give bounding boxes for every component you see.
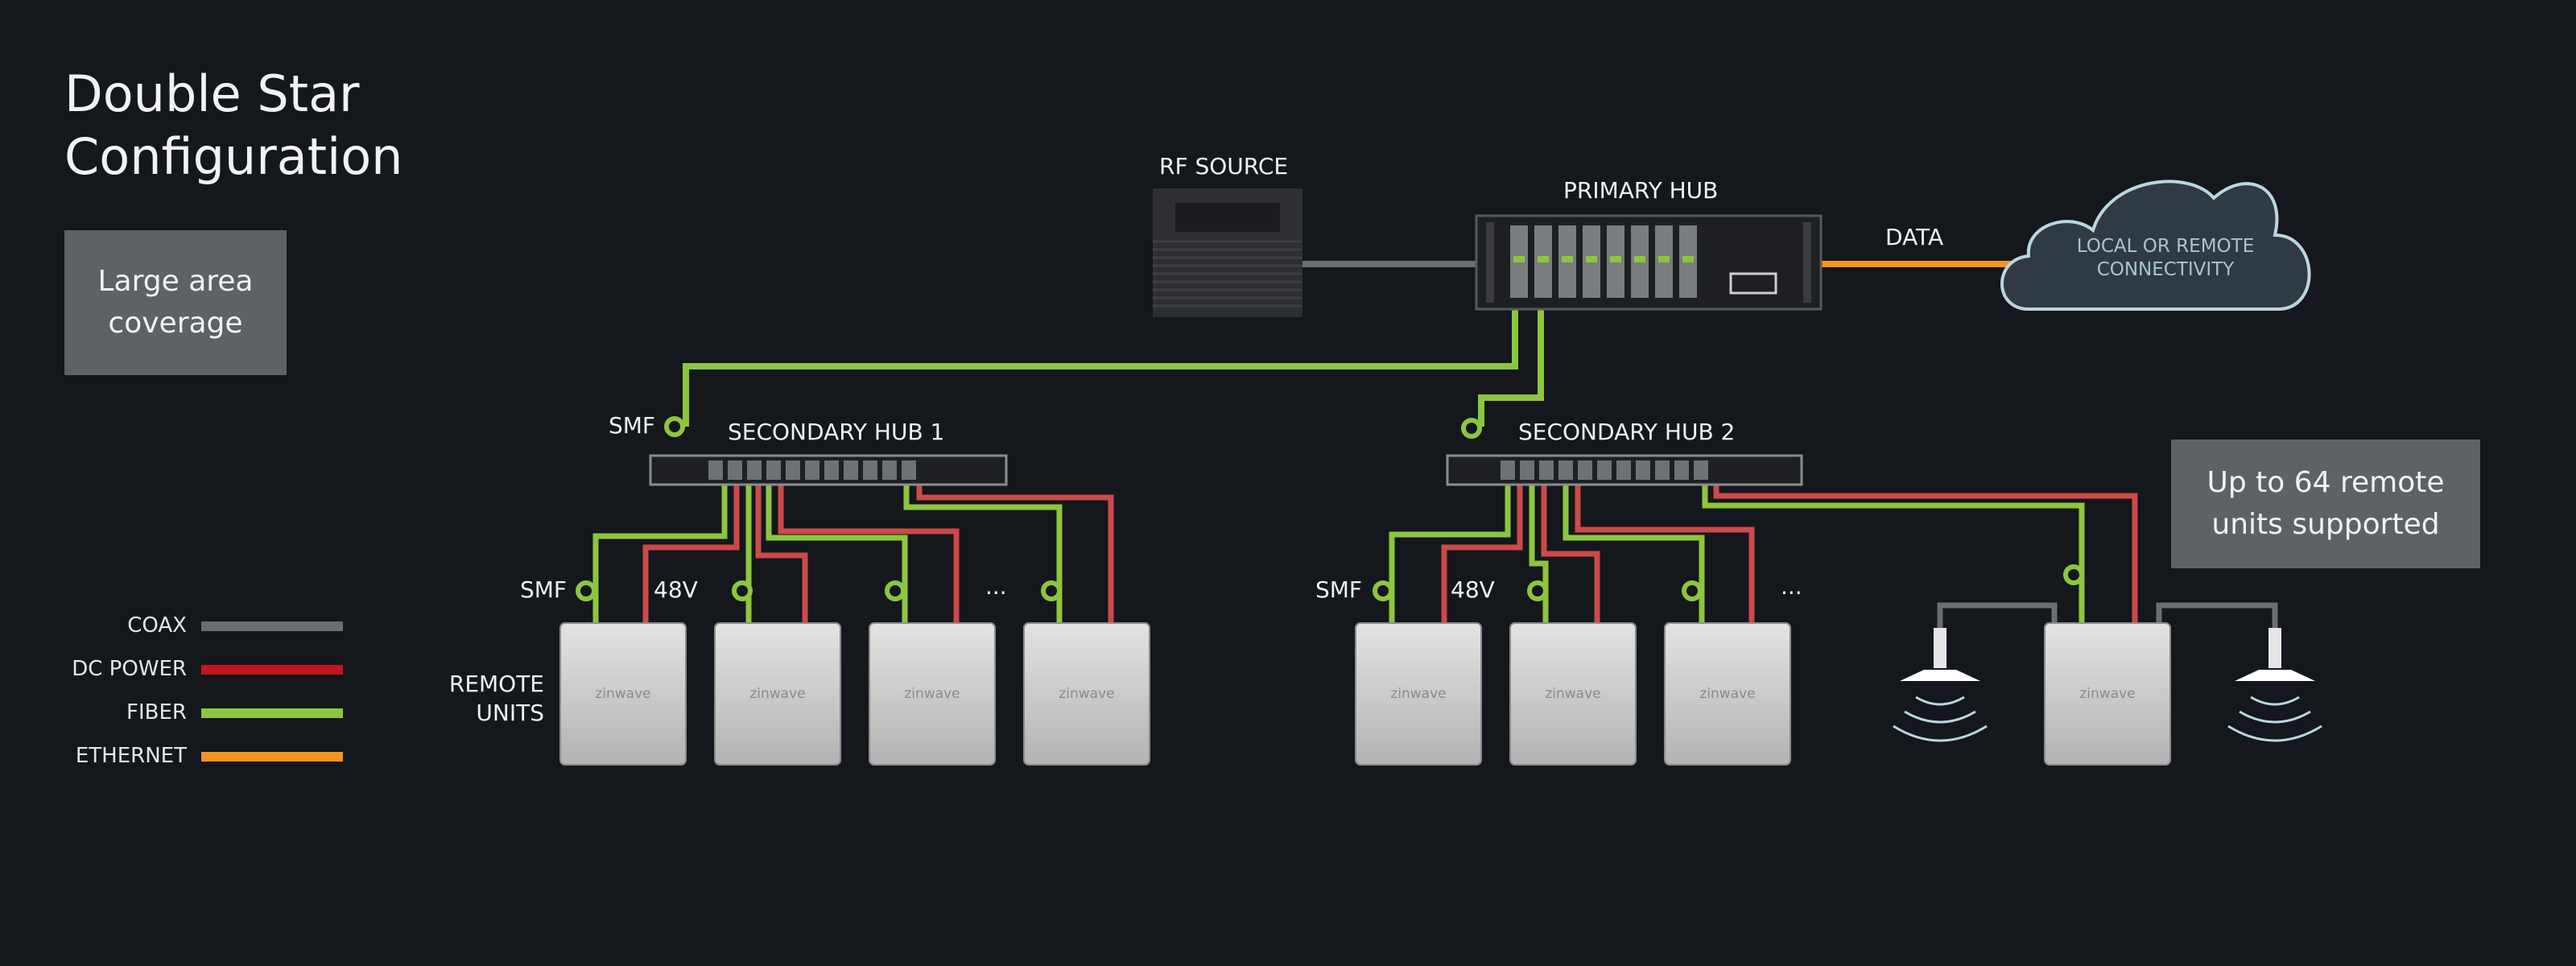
legend-label-coax: COAX [127, 613, 187, 638]
legend-label-fiber: FIBER [126, 700, 187, 724]
unit-brand-2: zinwave [749, 686, 806, 702]
unit-brand-7: zinwave [1699, 686, 1756, 702]
legend-swatches [201, 621, 343, 762]
unit-brand-5: zinwave [1390, 686, 1447, 702]
coax-antenna-right [2156, 602, 2278, 628]
48v-label-group2: 48V [1451, 576, 1495, 603]
cloud-shape [2000, 180, 2311, 311]
hub1-links [592, 481, 1114, 623]
secondary-hub-2-device [1446, 454, 1803, 486]
large-area-line-2: coverage [108, 307, 243, 340]
remote-units-label-line-1: REMOTE [448, 671, 544, 697]
remote-units-note: Up to 64 remote units supported [2171, 440, 2480, 568]
cloud-label: LOCAL OR REMOTE CONNECTIVITY [2061, 235, 2270, 282]
secondary-hub-2-label: SECONDARY HUB 2 [1518, 419, 1736, 445]
remote-units-note-line-1: Up to 64 remote [2207, 466, 2445, 499]
title-line-2: Configuration [64, 127, 403, 186]
page-title: Double Star Configuration [64, 63, 402, 188]
antenna-right-icon [2227, 628, 2322, 742]
hub2-links [1389, 481, 2138, 623]
fiber-primary-hub1 [683, 266, 1518, 427]
primary-hub-label: PRIMARY HUB [1563, 177, 1719, 204]
title-line-1: Double Star [64, 64, 360, 123]
legend-label-dc-power: DC POWER [72, 657, 187, 681]
secondary-hub-1-label: SECONDARY HUB 1 [728, 419, 945, 445]
large-area-line-1: Large area [97, 265, 254, 298]
unit-brand-3: zinwave [904, 686, 960, 702]
primary-hub-device [1475, 214, 1823, 311]
rf-source-device [1153, 188, 1302, 317]
cloud-label-line-2: CONNECTIVITY [2096, 259, 2235, 280]
unit-brand-8: zinwave [2079, 686, 2136, 702]
large-area-note: Large area coverage [64, 230, 287, 375]
smf-markers [576, 416, 2084, 601]
smf-label-hub1: SMF [609, 412, 656, 439]
unit-brand-4: zinwave [1059, 686, 1115, 702]
legend-label-ethernet: ETHERNET [75, 744, 187, 768]
cloud-label-line-1: LOCAL OR REMOTE [2076, 236, 2255, 257]
unit-brand-6: zinwave [1545, 686, 1601, 702]
remote-units-note-line-2: units supported [2211, 508, 2440, 541]
data-label: DATA [1885, 224, 1944, 250]
unit-brand-1: zinwave [595, 686, 651, 702]
remote-units-label-line-2: UNITS [476, 700, 544, 726]
antenna-left-icon [1893, 628, 1988, 742]
coax-antenna-left [1937, 602, 2058, 628]
fiber-primary-hub2 [1478, 266, 1544, 427]
rf-source-label: RF SOURCE [1159, 153, 1289, 180]
secondary-hub-1-device [649, 454, 1008, 486]
smf-label-group1: SMF [520, 576, 568, 603]
remote-units [559, 622, 2171, 766]
ellipsis-group1: ... [985, 573, 1007, 600]
ellipsis-group2: ... [1781, 573, 1802, 600]
smf-label-group2: SMF [1315, 576, 1363, 603]
48v-label-group1: 48V [654, 576, 698, 603]
remote-units-label: REMOTE UNITS [441, 670, 544, 728]
